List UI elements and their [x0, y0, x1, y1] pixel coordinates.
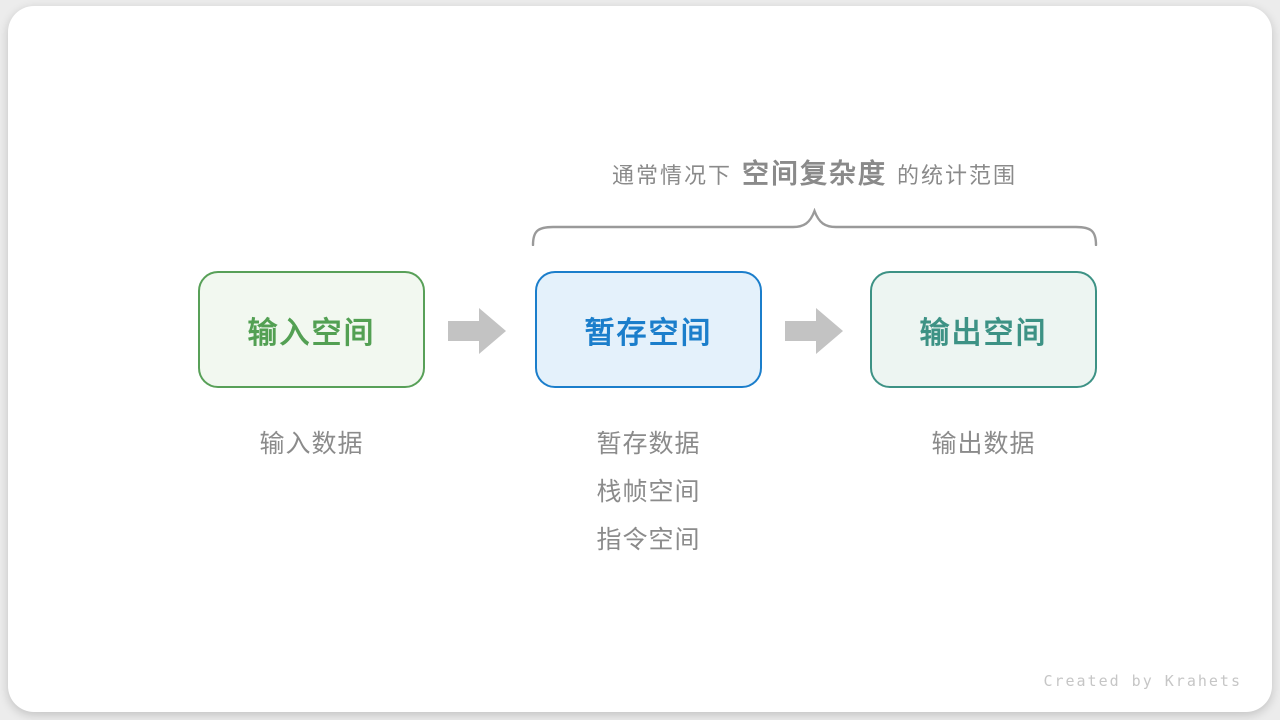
annotation-line: 指令空间 — [596, 526, 701, 554]
arrow-right-icon — [785, 308, 843, 354]
annotation-line: 输出数据 — [931, 430, 1036, 458]
annotation-line: 输入数据 — [259, 430, 364, 458]
annotation-line: 栈帧空间 — [596, 478, 701, 506]
brace-icon — [531, 208, 1098, 246]
caption: 通常情况下空间复杂度的统计范围 — [531, 152, 1098, 194]
diagram-card: 通常情况下空间复杂度的统计范围 输入空间 暂存空间 输出空间 输入数据 暂存数据… — [8, 6, 1272, 712]
box-input-space: 输入空间 — [198, 271, 425, 388]
annotation-input-space: 输入数据 — [198, 420, 425, 468]
annotation-temp-space: 暂存数据 栈帧空间 指令空间 — [535, 420, 762, 564]
box-temp-space-label: 暂存空间 — [584, 316, 713, 350]
caption-suffix: 的统计范围 — [897, 163, 1018, 188]
box-temp-space: 暂存空间 — [535, 271, 762, 388]
annotation-output-space: 输出数据 — [870, 420, 1097, 468]
box-output-space: 输出空间 — [870, 271, 1097, 388]
annotation-line: 暂存数据 — [596, 430, 701, 458]
credit-text: Created by Krahets — [1043, 672, 1242, 690]
box-output-space-label: 输出空间 — [919, 316, 1048, 350]
caption-highlight: 空间复杂度 — [742, 159, 887, 189]
caption-prefix: 通常情况下 — [611, 163, 732, 188]
arrow-right-icon — [448, 308, 506, 354]
box-input-space-label: 输入空间 — [247, 316, 376, 350]
